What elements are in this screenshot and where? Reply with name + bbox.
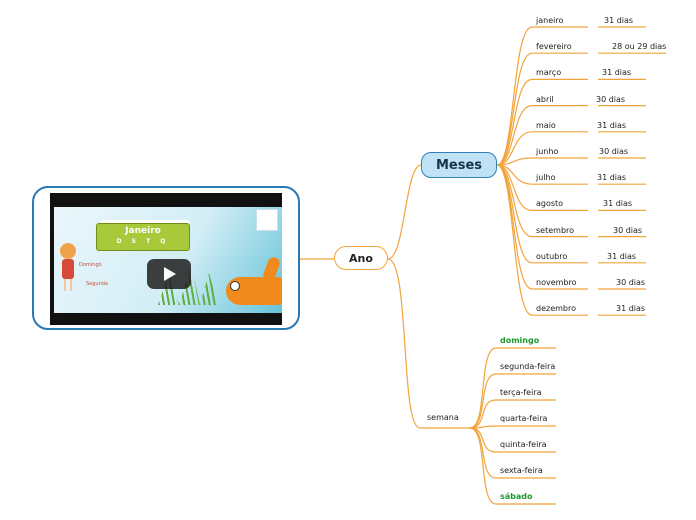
month-days-11[interactable]: 31 dias (616, 304, 646, 314)
play-button[interactable] (147, 259, 191, 289)
month-days-6[interactable]: 31 dias (597, 173, 627, 183)
connector-month-1 (496, 52, 533, 166)
weekday-label-6[interactable]: sábado (500, 492, 533, 501)
video-card-month: Janeiro (125, 226, 161, 236)
weekday-label-2[interactable]: terça-feira (500, 388, 542, 397)
girl-body (62, 259, 74, 279)
connector-ano-meses (387, 164, 422, 260)
node-semana[interactable]: semana (427, 413, 459, 422)
weekday-label-0[interactable]: domingo (500, 336, 540, 345)
month-days-7[interactable]: 31 dias (603, 199, 633, 209)
month-label-1[interactable]: fevereiro (536, 42, 572, 52)
video-logo (256, 209, 278, 231)
month-label-6[interactable]: julho (536, 173, 556, 183)
node-meses[interactable]: Meses (421, 152, 497, 178)
month-label-0[interactable]: janeiro (536, 16, 564, 25)
month-days-8[interactable]: 30 dias (613, 225, 643, 235)
connector-month-11 (496, 164, 533, 316)
month-label-7[interactable]: agosto (536, 199, 564, 209)
weekday-label-4[interactable]: quinta-feira (500, 440, 547, 449)
video-player[interactable]: Janeiro D S T Q Domingo Segunda (50, 193, 282, 325)
connector-weekday-2 (469, 399, 556, 429)
month-days-4[interactable]: 31 dias (597, 120, 627, 130)
connector-weekday-6 (469, 427, 556, 505)
month-label-2[interactable]: março (536, 68, 562, 78)
month-label-8[interactable]: setembro (536, 225, 575, 235)
video-tag-segunda: Segunda (86, 281, 108, 287)
connector-month-3 (496, 105, 533, 166)
month-days-3[interactable]: 30 dias (596, 94, 626, 104)
video-thumbnail: Janeiro D S T Q Domingo Segunda (54, 207, 282, 313)
girl-illustration (60, 243, 76, 259)
month-label-9[interactable]: outubro (536, 251, 568, 261)
connector-month-4 (496, 131, 533, 166)
month-days-2[interactable]: 31 dias (602, 68, 632, 78)
play-icon (164, 267, 176, 281)
month-label-5[interactable]: junho (536, 147, 559, 156)
fish-eye (230, 281, 240, 291)
month-label-3[interactable]: abril (536, 94, 554, 104)
weekday-label-1[interactable]: segunda-feira (500, 362, 556, 371)
month-days-0[interactable]: 31 dias (604, 16, 634, 25)
connector-weekday-0 (469, 347, 556, 429)
connector-weekday-3 (469, 425, 556, 429)
video-tag-domingo: Domingo (79, 262, 102, 268)
month-days-5[interactable]: 30 dias (599, 147, 629, 156)
month-label-10[interactable]: novembro (536, 278, 577, 287)
girl-legs (64, 279, 72, 291)
weekday-label-5[interactable]: sexta-feira (500, 466, 543, 475)
root-node-ano[interactable]: Ano (334, 246, 388, 270)
weekday-label-3[interactable]: quarta-feira (500, 414, 548, 423)
month-label-11[interactable]: dezembro (536, 304, 576, 314)
month-days-1[interactable]: 28 ou 29 dias (612, 42, 667, 52)
month-days-9[interactable]: 31 dias (607, 251, 637, 261)
month-days-10[interactable]: 30 dias (616, 278, 646, 287)
video-card-days: D S T Q (116, 238, 170, 245)
connector-weekday-1 (469, 373, 556, 429)
month-label-4[interactable]: maio (536, 120, 556, 130)
connector-month-0 (496, 26, 533, 166)
video-card-title: Janeiro D S T Q (96, 223, 190, 251)
connector-month-2 (496, 78, 533, 166)
connector-ano-semana (387, 258, 470, 429)
